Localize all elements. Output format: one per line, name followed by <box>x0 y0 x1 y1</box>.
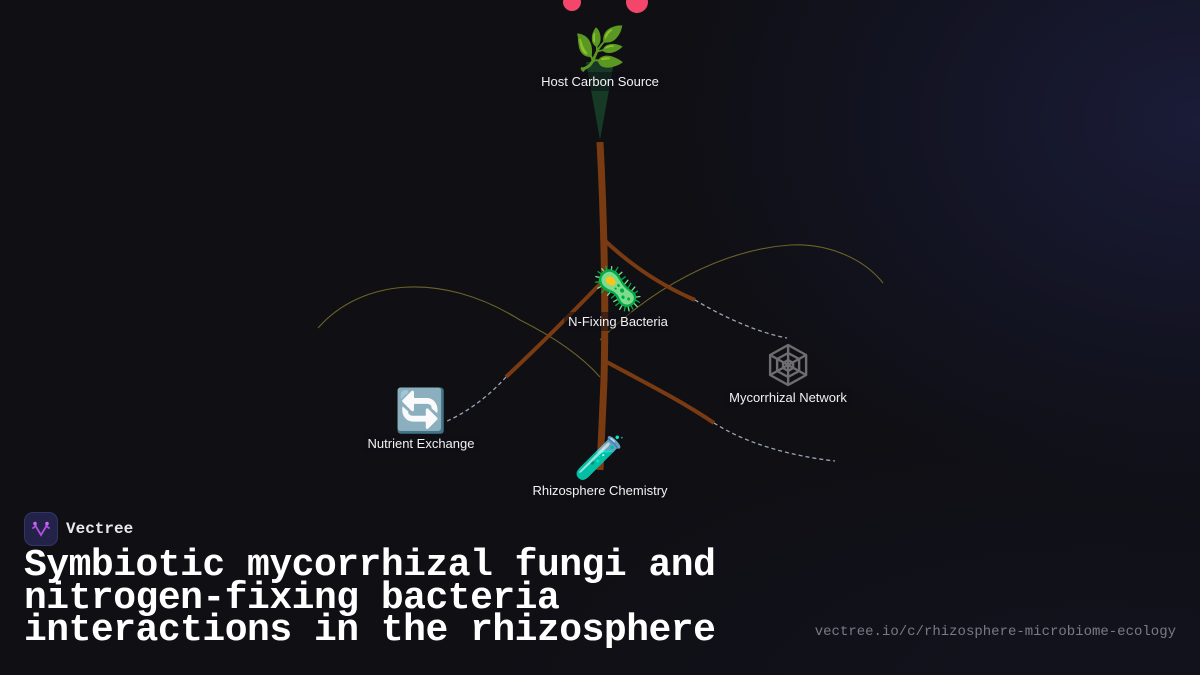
brand: Vectree <box>24 512 133 546</box>
link-to-network-upper <box>694 299 788 339</box>
node-label: Host Carbon Source <box>537 72 663 91</box>
page-title: Symbiotic mycorrhizal fungi and nitrogen… <box>24 544 716 652</box>
hypha-right <box>599 244 884 341</box>
node-nutrient-exchange[interactable]: 🔄 Nutrient Exchange <box>363 387 479 453</box>
microbe-icon: 🦠 <box>591 265 645 312</box>
page-url[interactable]: vectree.io/c/rhizosphere-microbiome-ecol… <box>814 624 1176 640</box>
link-to-exchange <box>444 376 507 423</box>
flower-left <box>563 0 581 11</box>
brand-name: Vectree <box>66 520 134 538</box>
vectree-logo-icon <box>24 512 58 546</box>
spider-web-icon <box>768 343 808 387</box>
exchange-arrows-icon: 🔄 <box>394 387 448 434</box>
main-root <box>596 141 609 471</box>
node-host-carbon-source[interactable]: 🌿 Host Carbon Source <box>537 26 663 91</box>
lateral-root-left <box>504 281 603 379</box>
node-rhizosphere-chemistry[interactable]: 🧪 Rhizosphere Chemistry <box>528 434 672 500</box>
node-label: Nutrient Exchange <box>363 434 479 453</box>
node-mycorrhizal-network[interactable]: Mycorrhizal Network <box>725 342 851 407</box>
node-label: Rhizosphere Chemistry <box>528 481 672 500</box>
link-to-network-lower <box>713 422 836 462</box>
node-label: Mycorrhizal Network <box>725 388 851 407</box>
lateral-root-upper-right <box>599 235 696 302</box>
flower-right <box>626 0 648 13</box>
node-label: N-Fixing Bacteria <box>564 312 672 331</box>
node-n-fixing-bacteria[interactable]: 🦠 N-Fixing Bacteria <box>564 266 672 331</box>
hypha-left <box>317 286 601 378</box>
herb-icon: 🌿 <box>573 25 627 72</box>
test-tube-icon: 🧪 <box>573 434 627 481</box>
lateral-root-lower-right <box>602 358 716 425</box>
